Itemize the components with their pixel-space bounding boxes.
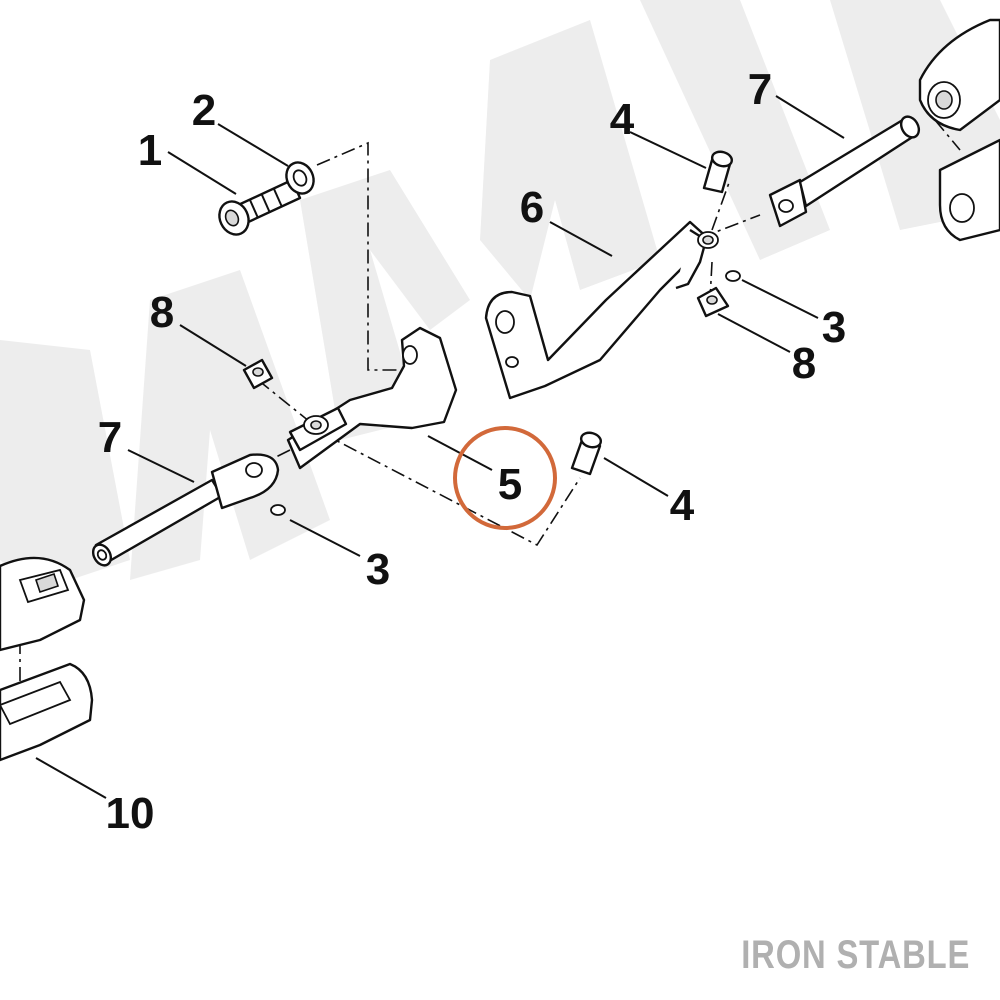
part-footpeg-right (918, 18, 1000, 242)
part-cam-block-right (696, 286, 730, 318)
part-pivot-pin-lower (570, 431, 603, 476)
part-shift-rod-right (768, 115, 921, 228)
part-footpeg-left (0, 556, 86, 652)
callout-8-right: 8 (792, 339, 816, 388)
leader-lines (35, 95, 845, 799)
callout-labels: 1 2 3 3 4 4 5 6 7 7 8 8 10 (98, 65, 846, 838)
callout-4-lower: 4 (670, 481, 695, 530)
highlight-circle (453, 426, 557, 530)
callout-3-left: 3 (366, 545, 390, 594)
callout-3-right: 3 (822, 303, 846, 352)
part-footboard-pad (0, 662, 94, 762)
part-clip-ring-right (725, 270, 741, 282)
part-shift-lever (286, 326, 458, 470)
callout-4-upper: 4 (610, 95, 635, 144)
callout-1: 1 (138, 126, 162, 175)
part-cam-block-left (242, 358, 274, 390)
callout-2: 2 (192, 86, 216, 135)
callout-8-left: 8 (150, 288, 174, 337)
callout-5: 5 (498, 460, 522, 509)
part-bolt (218, 178, 302, 236)
callout-7-left: 7 (98, 413, 122, 462)
callout-6: 6 (520, 183, 544, 232)
brand-watermark-text: IRON STABLE (741, 933, 970, 977)
part-heel-lever (484, 220, 719, 400)
part-clip-ring-left (270, 504, 286, 516)
part-shift-rod-left (91, 453, 280, 567)
callout-10: 10 (106, 789, 155, 838)
part-washer (285, 161, 315, 195)
callout-7-right: 7 (748, 65, 772, 114)
part-pivot-pin-upper (702, 150, 734, 194)
